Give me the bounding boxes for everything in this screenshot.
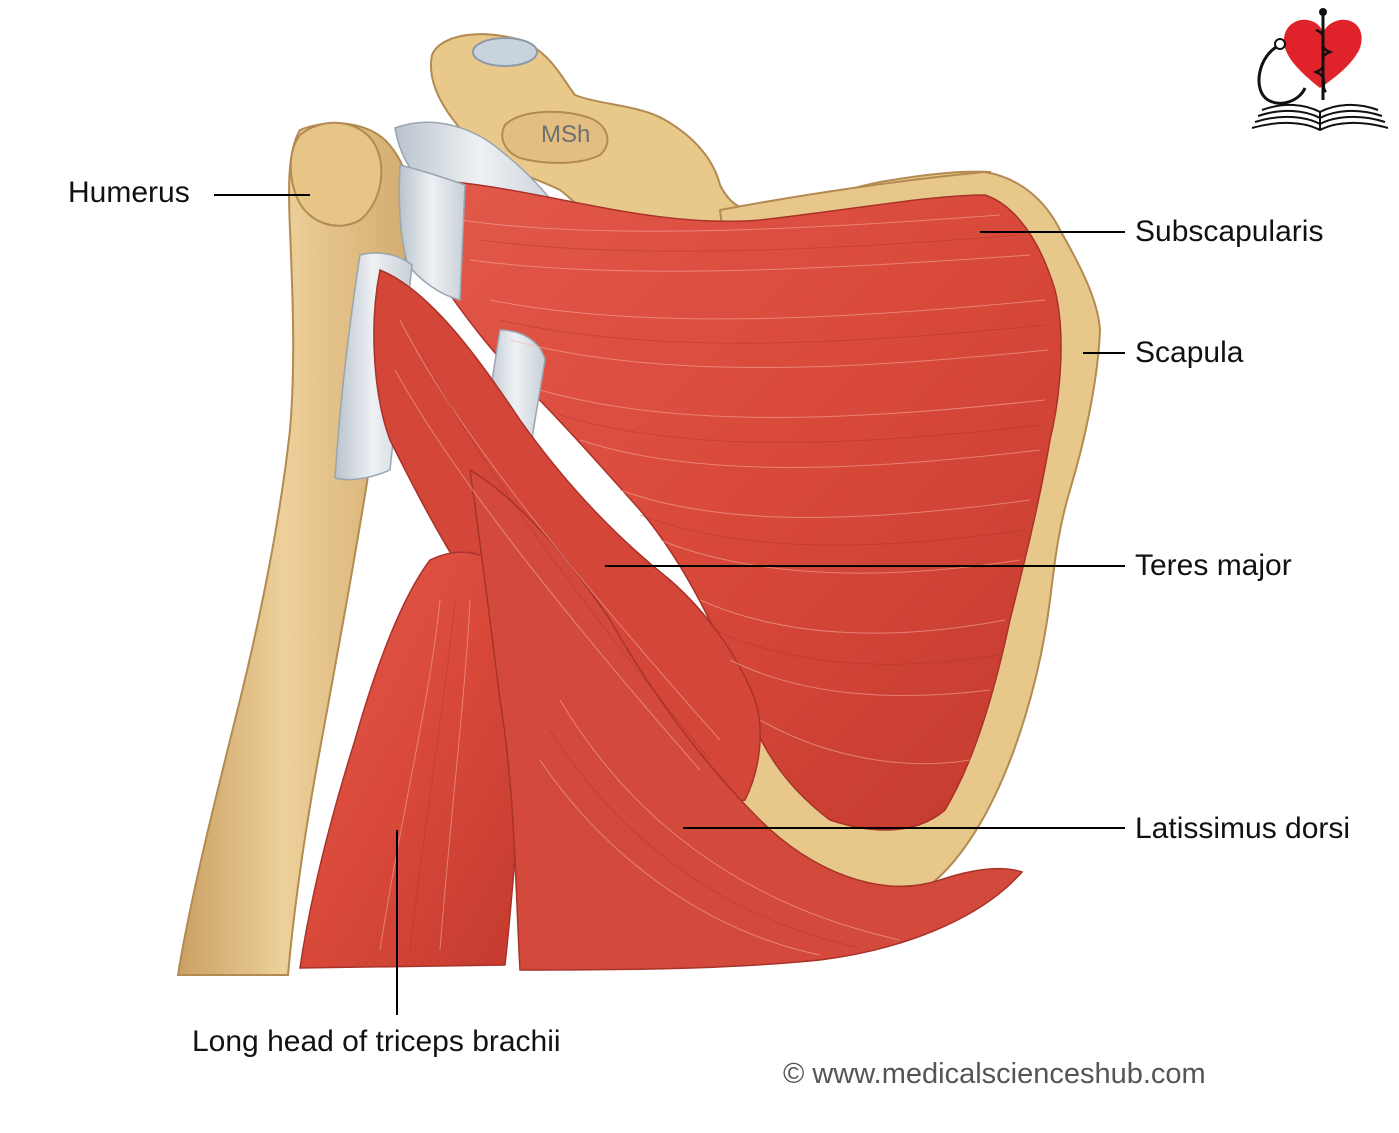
label-teres-major: Teres major xyxy=(1135,549,1292,582)
label-triceps-long-head: Long head of triceps brachii xyxy=(192,1025,561,1058)
label-subscapularis: Subscapularis xyxy=(1135,215,1324,248)
heart-caduceus-logo xyxy=(1257,8,1362,105)
subscapularis-tendon xyxy=(398,164,466,301)
humeral-head xyxy=(289,121,383,227)
label-humerus: Humerus xyxy=(68,176,190,209)
teres-major-muscle xyxy=(373,268,761,804)
label-latissimus-dorsi: Latissimus dorsi xyxy=(1135,812,1351,845)
muscle-fibers xyxy=(379,214,1049,956)
label-scapula: Scapula xyxy=(1135,336,1244,369)
latissimus-dorsi-muscle xyxy=(469,468,1024,971)
watermark-text: MSh xyxy=(541,121,591,148)
coracoid-process xyxy=(501,110,609,164)
subscapularis-muscle xyxy=(414,179,1062,831)
clavicle-articular-surface xyxy=(472,37,538,67)
leader-lines xyxy=(214,194,1125,1015)
open-book-icon xyxy=(1251,104,1389,132)
copyright-credit: © www.medicalscienceshub.com xyxy=(783,1058,1206,1090)
